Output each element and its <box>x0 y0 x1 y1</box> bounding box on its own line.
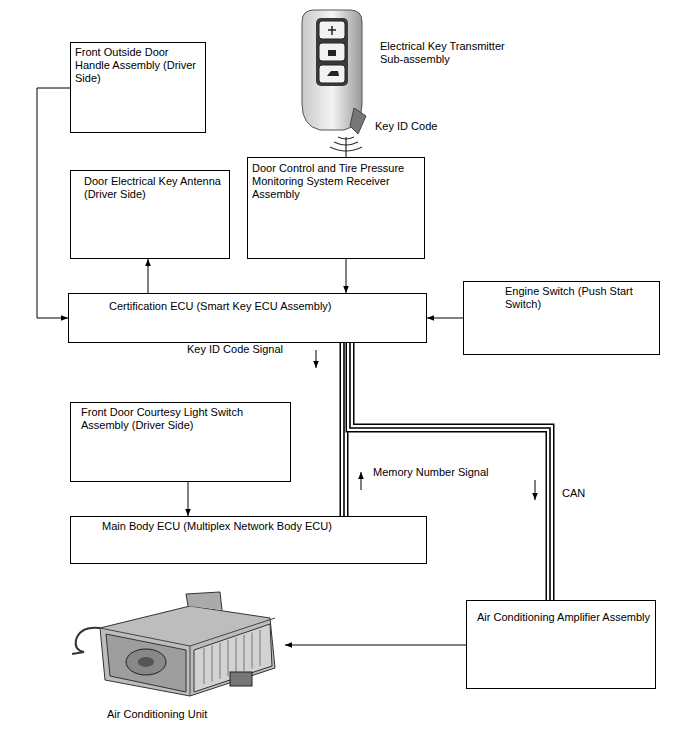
signal-line <box>148 259 149 293</box>
bus-core <box>343 343 345 516</box>
key-fob-illustration <box>298 8 370 135</box>
connector-path <box>346 137 347 157</box>
air-conditioning-unit-illustration <box>70 588 285 706</box>
signal-line <box>346 259 347 293</box>
signal-line <box>285 645 466 646</box>
component-name: Electrical Key Transmitter Sub-assembly <box>380 40 530 66</box>
component-figure: Air Conditioning Unit <box>70 588 285 728</box>
signal-name: Key ID Code Signal <box>186 343 284 356</box>
component-figure: Electrical Key Transmitter Sub-assembly <box>298 8 548 135</box>
component-name: Certification ECU (Smart Key ECU Assembl… <box>109 300 422 313</box>
signal-name: Key ID Code <box>374 120 438 133</box>
component-name: Front Outside Door Handle Assembly (Driv… <box>75 46 201 85</box>
component-name: Front Door Courtesy Light Switch Assembl… <box>81 406 286 432</box>
component-box: Door Control and Tire Pressure Monitorin… <box>247 157 425 259</box>
connector-path <box>346 259 347 293</box>
signal-arrow <box>361 472 362 490</box>
signal-line <box>188 482 189 516</box>
signal-arrow <box>316 350 317 368</box>
connector-path <box>427 318 463 319</box>
component-box: Front Outside Door Handle Assembly (Driv… <box>70 42 206 133</box>
component-box: Engine Switch (Push Start Switch) <box>463 281 660 355</box>
component-name: Door Electrical Key Antenna (Driver Side… <box>84 175 225 201</box>
signal-line <box>37 88 70 318</box>
component-box: Front Door Courtesy Light Switch Assembl… <box>70 402 291 482</box>
component-name: Door Control and Tire Pressure Monitorin… <box>252 162 420 201</box>
connector-path <box>285 645 466 646</box>
component-name: Air Conditioning Amplifier Assembly <box>477 611 651 624</box>
signal-arrow <box>535 480 536 500</box>
signal-line <box>427 318 463 319</box>
connector-path <box>148 259 149 293</box>
signal-name: CAN <box>561 487 586 500</box>
component-box: Air Conditioning Amplifier Assembly <box>466 600 656 689</box>
can-bus-line <box>344 343 345 516</box>
component-name: Engine Switch (Push Start Switch) <box>505 285 655 311</box>
signal-name: Memory Number Signal <box>372 466 490 479</box>
component-box: Main Body ECU (Multiplex Network Body EC… <box>70 516 427 564</box>
component-box: Door Electrical Key Antenna (Driver Side… <box>70 170 230 259</box>
connector-path <box>37 88 70 318</box>
connector-path <box>188 482 189 516</box>
signal-line <box>346 137 347 157</box>
component-name: Air Conditioning Unit <box>107 708 227 721</box>
component-name: Main Body ECU (Multiplex Network Body EC… <box>102 520 422 533</box>
component-box: Certification ECU (Smart Key ECU Assembl… <box>68 293 427 343</box>
